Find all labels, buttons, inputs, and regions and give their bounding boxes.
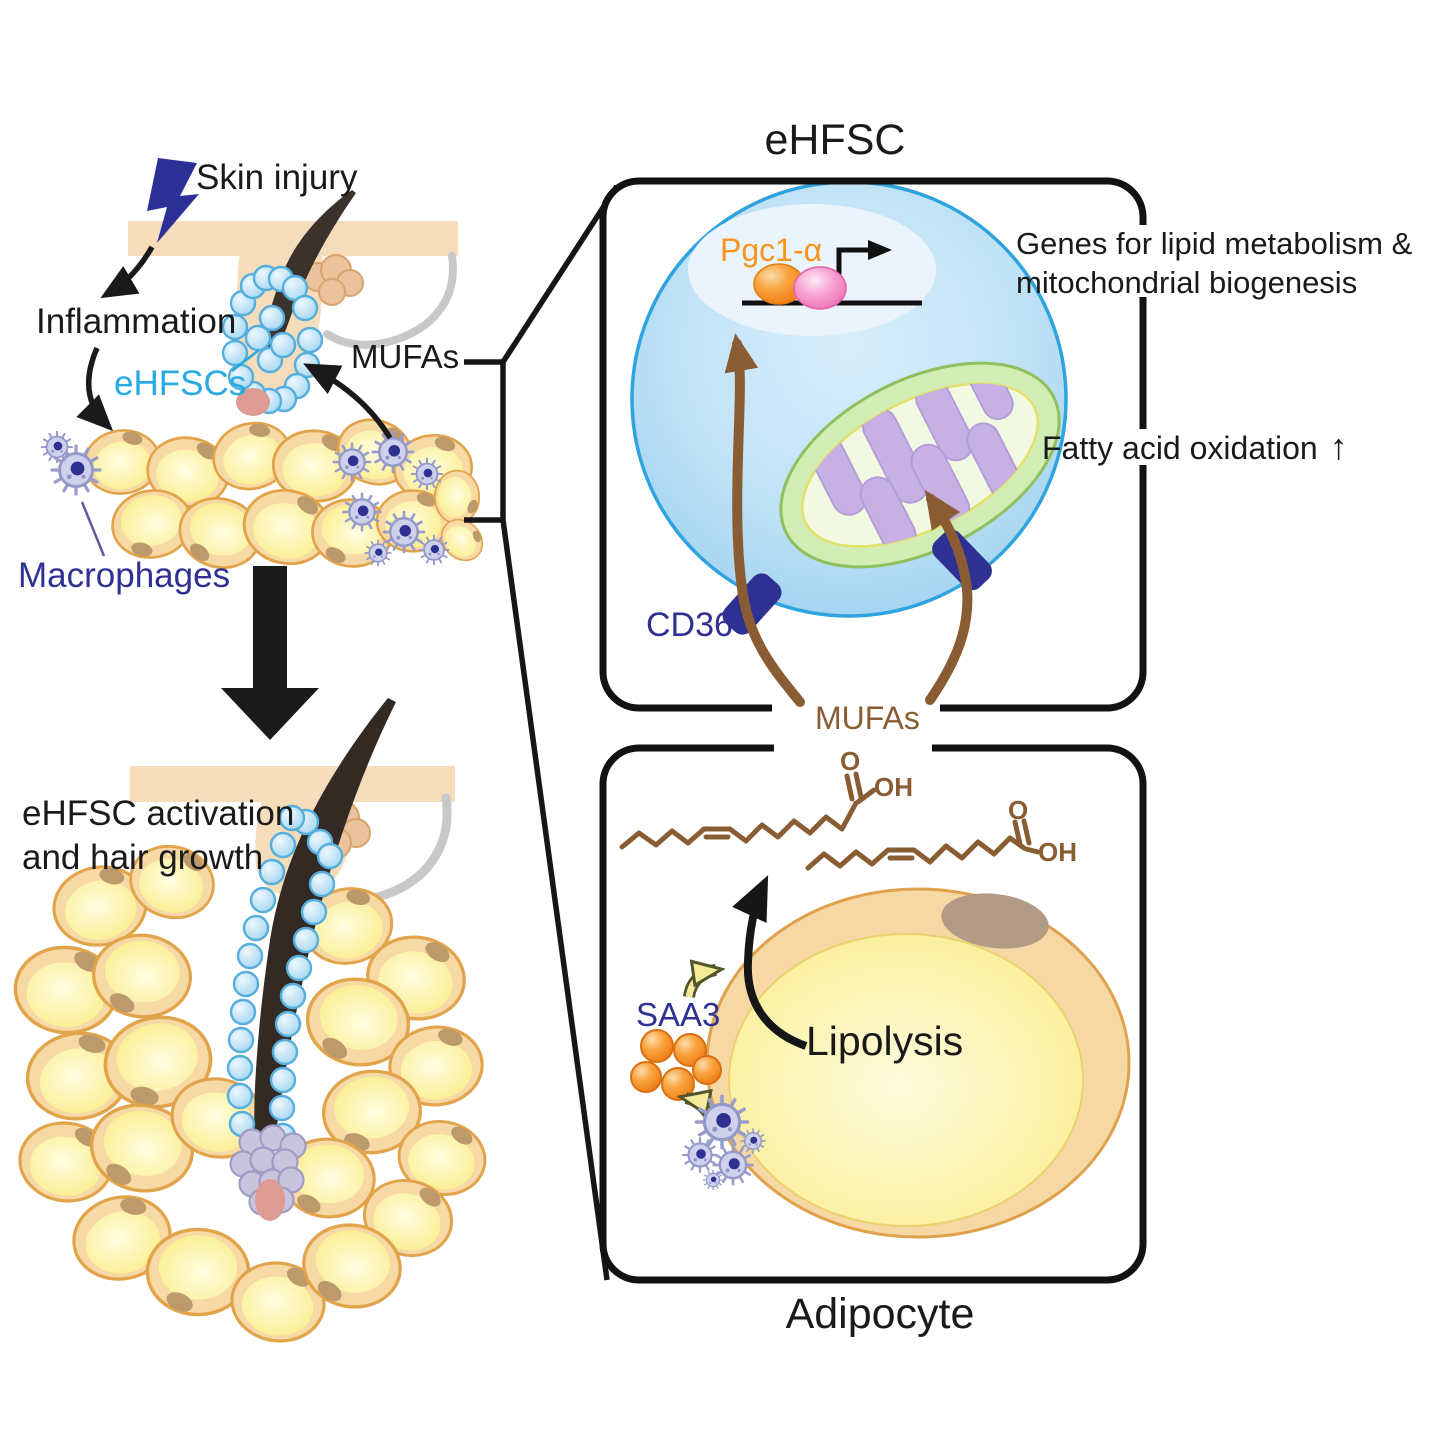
ehfscs-pointer-line	[231, 349, 260, 372]
skin-injury-label: Skin injury	[196, 158, 358, 197]
mufa-uptake-arrow-cd36	[724, 333, 805, 707]
macrophages-pointer-line	[80, 501, 106, 557]
fatty-acid-oxidation-caption: Fatty acid oxidation ↑	[1042, 426, 1348, 467]
up-arrow-icon: ↑	[1329, 426, 1348, 467]
dermal-papilla	[236, 388, 270, 416]
lipolysis-label: Lipolysis	[806, 1018, 964, 1064]
hair-growth-illustration	[10, 698, 493, 1349]
cd36-label: CD36	[646, 606, 733, 644]
adipocyte-panel-title: Adipocyte	[785, 1290, 975, 1338]
mitochondrion	[779, 355, 1061, 569]
carboxyl-oh-label-1: OH	[874, 772, 913, 802]
adipocyte-nucleus	[941, 893, 1049, 949]
down-arrow	[221, 566, 319, 740]
saa3-secretion-arrow-icon	[683, 970, 716, 999]
fatty-acid-oxidation-text: Fatty acid oxidation	[1042, 430, 1318, 466]
ehfsc-panel-title: eHFSC	[764, 116, 906, 164]
genes-caption-line2: mitochondrial biogenesis	[1016, 265, 1358, 301]
carboxyl-o-label-2: O	[1008, 795, 1029, 825]
genes-caption: Genes for lipid metabolism & mitochondri…	[1016, 224, 1412, 302]
hair-growth-caption-line1: eHFSC activation	[22, 794, 295, 833]
hair-shaft	[262, 190, 356, 366]
transcription-factor	[793, 266, 847, 310]
mufa-to-mitochondrion-arrow	[924, 489, 973, 705]
lipolysis-arrow	[732, 875, 808, 1050]
mufas-label-center: MUFAs	[815, 700, 920, 736]
hair-shaft-2	[254, 698, 396, 1165]
lipid-droplet	[728, 933, 1084, 1227]
fatty-acid-structure-1	[619, 771, 877, 850]
macrophages-label: Macrophages	[18, 556, 231, 595]
injury-to-inflammation-arrow	[100, 245, 155, 299]
inflammation-label: Inflammation	[36, 302, 237, 341]
adipocyte-cell-large	[705, 887, 1131, 1239]
ehfscs-label: eHFSCs	[114, 364, 247, 403]
pgc1a-label: Pgc1-α	[720, 232, 823, 268]
border-gap-masks	[772, 225, 1160, 759]
saa3-label: SAA3	[636, 996, 721, 1033]
sebaceous-gland	[303, 254, 364, 306]
fatty-acid-structure-2	[805, 818, 1041, 871]
pgc1a-promoter-complex	[742, 240, 922, 310]
cd36-transporter-1	[722, 573, 782, 635]
dermal-papilla-2	[255, 1179, 285, 1221]
hair-growth-caption-line2: and hair growth	[22, 838, 264, 877]
callout-bracket	[464, 184, 620, 1281]
inflammation-to-adipocytes-arrow	[76, 346, 114, 432]
follicle-outline	[323, 252, 457, 349]
carboxyl-o-label-1: O	[840, 746, 861, 776]
injured-skin-illustration	[40, 158, 492, 579]
epidermis-layer	[128, 221, 458, 256]
mufas-label-left: MUFAs	[351, 338, 460, 375]
genes-caption-line1: Genes for lipid metabolism &	[1016, 226, 1413, 261]
mufas-to-follicle-arrow	[303, 363, 393, 440]
epidermis-layer-2	[130, 766, 455, 802]
carboxyl-oh-label-2: OH	[1038, 837, 1077, 867]
lightning-bolt-icon	[147, 158, 199, 243]
